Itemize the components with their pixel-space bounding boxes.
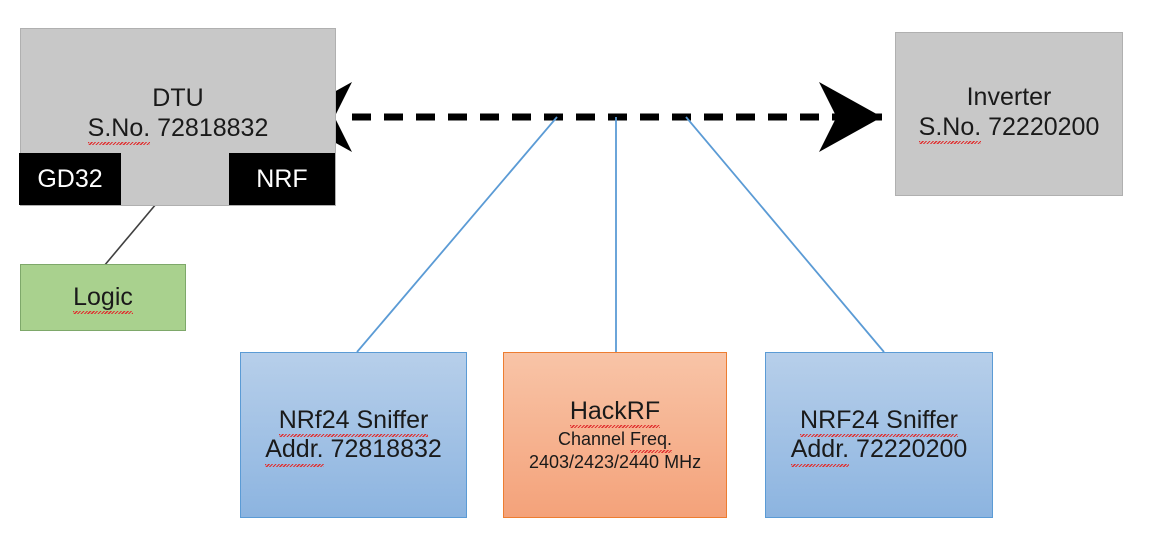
node-inverter[interactable]: Inverter S.No. 72220200: [895, 32, 1123, 196]
sniffer-left-addr: Addr. 72818832: [265, 435, 442, 466]
sniffer-right-addr: Addr. 72220200: [790, 435, 968, 466]
hackrf-frequencies: 2403/2423/2440 MHz: [528, 451, 702, 472]
dtu-title: DTU: [152, 84, 204, 112]
sniffer-right-gap: [849, 435, 856, 463]
node-nrf[interactable]: NRF: [229, 153, 335, 205]
sniffer-right-title: NRF24 Sniffer: [800, 405, 958, 437]
node-sniffer-left[interactable]: NRf24 Sniffer Addr. 72818832: [240, 352, 467, 518]
inverter-serial: S.No. 72220200: [918, 112, 1100, 144]
hackrf-channel-label: Channel Freq.: [557, 428, 673, 453]
nrf-label: NRF: [256, 164, 308, 193]
connector-sniffer-left-tap: [356, 116, 558, 353]
inverter-serial-prefix: S.No.: [918, 112, 982, 144]
connector-sniffer-right-tap: [685, 116, 885, 353]
logic-label: Logic: [73, 282, 133, 314]
hackrf-title: HackRF: [569, 396, 661, 428]
sniffer-right-addr-value: 72220200: [856, 435, 968, 463]
sniffer-right-addr-prefix: Addr.: [790, 435, 850, 466]
sniffer-left-addr-prefix: Addr.: [265, 435, 324, 466]
inverter-title: Inverter: [966, 83, 1052, 111]
node-hackrf[interactable]: HackRF Channel Freq. 2403/2423/2440 MHz: [503, 352, 727, 518]
sniffer-left-addr-value: 72818832: [330, 435, 442, 463]
node-sniffer-right[interactable]: NRF24 Sniffer Addr. 72220200: [765, 352, 993, 518]
dtu-serial-prefix: S.No.: [87, 113, 151, 145]
dtu-serial-value: 72818832: [157, 113, 269, 142]
hackrf-channel-word: Channel: [557, 429, 631, 450]
node-logic[interactable]: Logic: [20, 264, 186, 331]
node-gd32[interactable]: GD32: [19, 153, 121, 205]
gd32-label: GD32: [37, 164, 103, 193]
dtu-serial: S.No. 72818832: [87, 113, 269, 145]
inverter-serial-value: 72220200: [988, 112, 1100, 141]
hackrf-freq-word: Freq.: [630, 429, 673, 453]
sniffer-left-title: NRf24 Sniffer: [278, 405, 429, 437]
sniffer-left-gap: [324, 435, 331, 463]
